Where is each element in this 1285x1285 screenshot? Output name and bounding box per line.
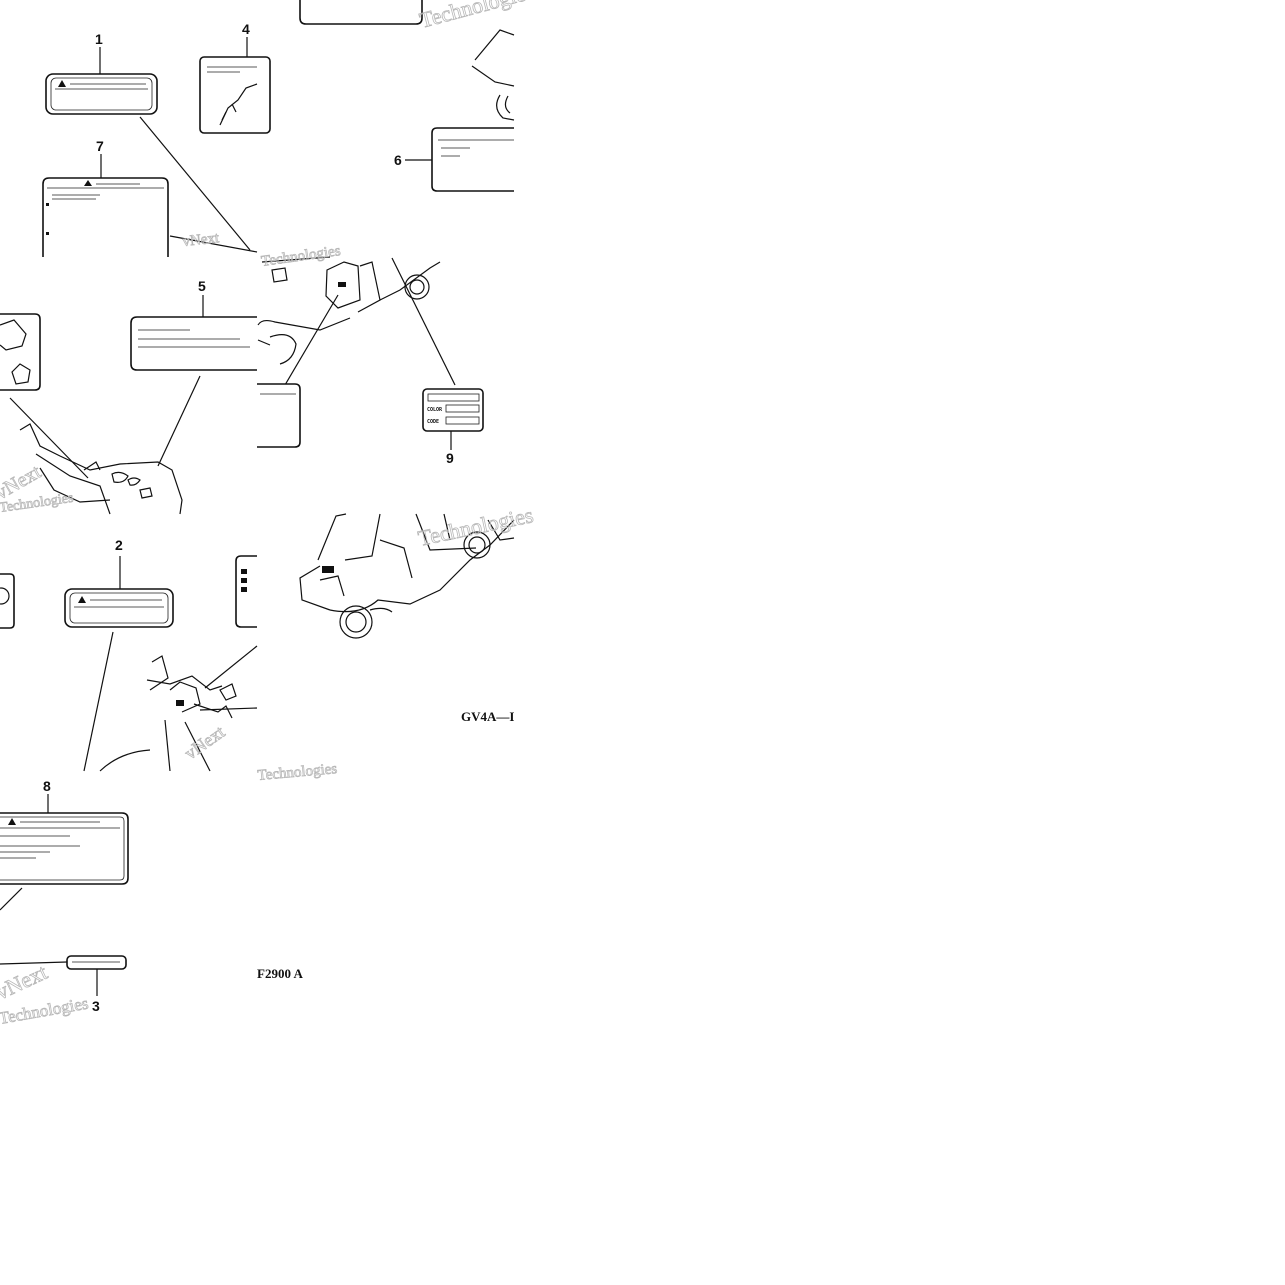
tile-k: F2900 A bbox=[257, 966, 303, 981]
tile-g: 2 vNext bbox=[0, 537, 258, 772]
label-9-color-code: COLOR CODE bbox=[422, 388, 484, 432]
callout-8: 8 bbox=[43, 778, 51, 794]
callout-3: 3 bbox=[92, 998, 100, 1014]
label-2-warning bbox=[64, 588, 174, 628]
label-4-handlebar bbox=[199, 56, 271, 134]
tile-e: COLOR CODE 9 Technologies bbox=[257, 243, 484, 466]
figure-code-top: GV4A—I bbox=[461, 709, 514, 724]
watermark-technologies: Technologies bbox=[416, 502, 536, 551]
label-5 bbox=[130, 316, 257, 371]
callout-5: 5 bbox=[198, 278, 206, 294]
label-3 bbox=[66, 955, 127, 970]
tile-j: 8 3 vNext Technologies bbox=[0, 778, 129, 1028]
tile-b: 6 Technologies bbox=[299, 0, 537, 192]
label-1-warning bbox=[45, 73, 158, 115]
callout-7: 7 bbox=[96, 138, 104, 154]
watermark-vnext: vNext bbox=[182, 230, 221, 250]
figure-code-bottom: F2900 A bbox=[257, 966, 303, 981]
watermark-technologies: Technologies bbox=[260, 243, 341, 270]
callout-1: 1 bbox=[95, 31, 103, 47]
watermark-vnext: vNext bbox=[0, 959, 51, 1004]
label-7-warning bbox=[42, 177, 169, 257]
watermark-technologies: Technologies bbox=[257, 761, 338, 784]
tile-a: 1 4 7 vNext bbox=[42, 21, 271, 257]
color-label: COLOR bbox=[427, 407, 443, 413]
tile-d: 5 vNext Technologies bbox=[0, 278, 257, 516]
tile-h: GV4A—I Technologies Technologies bbox=[257, 502, 536, 785]
label-8-warning bbox=[0, 812, 129, 885]
callout-9: 9 bbox=[446, 450, 454, 466]
callout-2: 2 bbox=[115, 537, 123, 553]
callout-4: 4 bbox=[242, 21, 250, 37]
label-6 bbox=[431, 127, 514, 192]
callout-6: 6 bbox=[394, 152, 402, 168]
code-label: CODE bbox=[427, 419, 439, 425]
watermark-technologies: Technologies bbox=[417, 0, 536, 33]
